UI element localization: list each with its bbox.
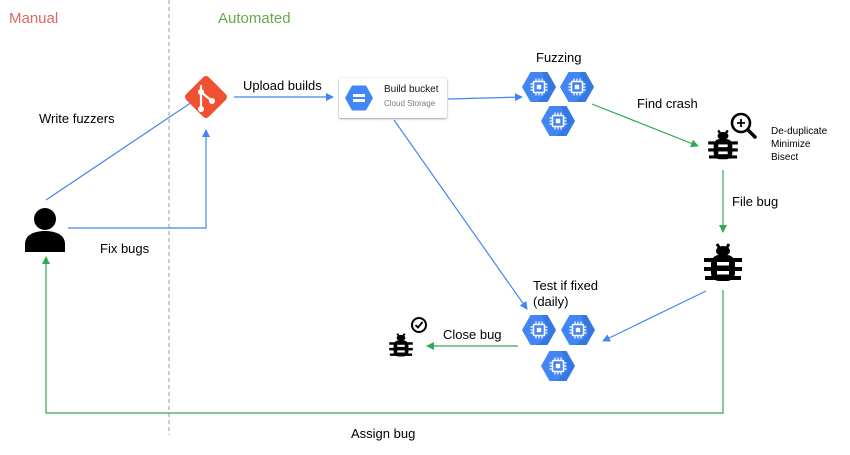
automated-header: Automated [218, 10, 291, 27]
fuzzing-label: Fuzzing [536, 50, 582, 65]
build-bucket-card: Build bucket Cloud Storage [339, 78, 447, 118]
test-if-fixed-label: Test if fixed [533, 278, 599, 293]
daily-label: (daily) [533, 294, 569, 309]
compute-engine-icon [521, 314, 557, 346]
edge-bucket-to-test [393, 119, 528, 310]
bucket-subtitle: Cloud Storage [384, 99, 436, 108]
minimize-label: Minimize [771, 139, 811, 150]
edge-fix-bugs [68, 129, 210, 229]
edge-write-fuzzers [45, 97, 199, 201]
write-fuzzers-label: Write fuzzers [39, 111, 115, 126]
upload-builds-label: Upload builds [243, 78, 322, 93]
bucket-title: Build bucket [384, 84, 439, 95]
assign-bug-label: Assign bug [351, 426, 416, 441]
bug-check-icon [387, 317, 427, 358]
person-icon [25, 208, 65, 252]
bisect-label: Bisect [771, 152, 799, 163]
file-bug-label: File bug [732, 194, 779, 209]
compute-engine-icon [560, 314, 596, 346]
find-crash-label: Find crash [637, 96, 698, 111]
git-icon [185, 76, 227, 118]
compute-engine-icon [540, 350, 576, 382]
manual-header: Manual [9, 10, 59, 27]
fix-bugs-label: Fix bugs [100, 241, 150, 256]
close-bug-label: Close bug [443, 327, 502, 342]
edge-find-crash [591, 103, 699, 148]
compute-engine-icon [540, 105, 576, 137]
compute-engine-icon [521, 71, 557, 103]
edge-bug-to-test [602, 290, 707, 342]
bug-icon [702, 242, 744, 283]
dedup-label: De-duplicate [771, 126, 828, 137]
edge-to-fuzzing [447, 93, 523, 102]
storage-icon [345, 85, 373, 111]
edge-assign-bug [42, 256, 724, 414]
bug-search-icon [706, 112, 757, 161]
compute-engine-icon [559, 71, 595, 103]
